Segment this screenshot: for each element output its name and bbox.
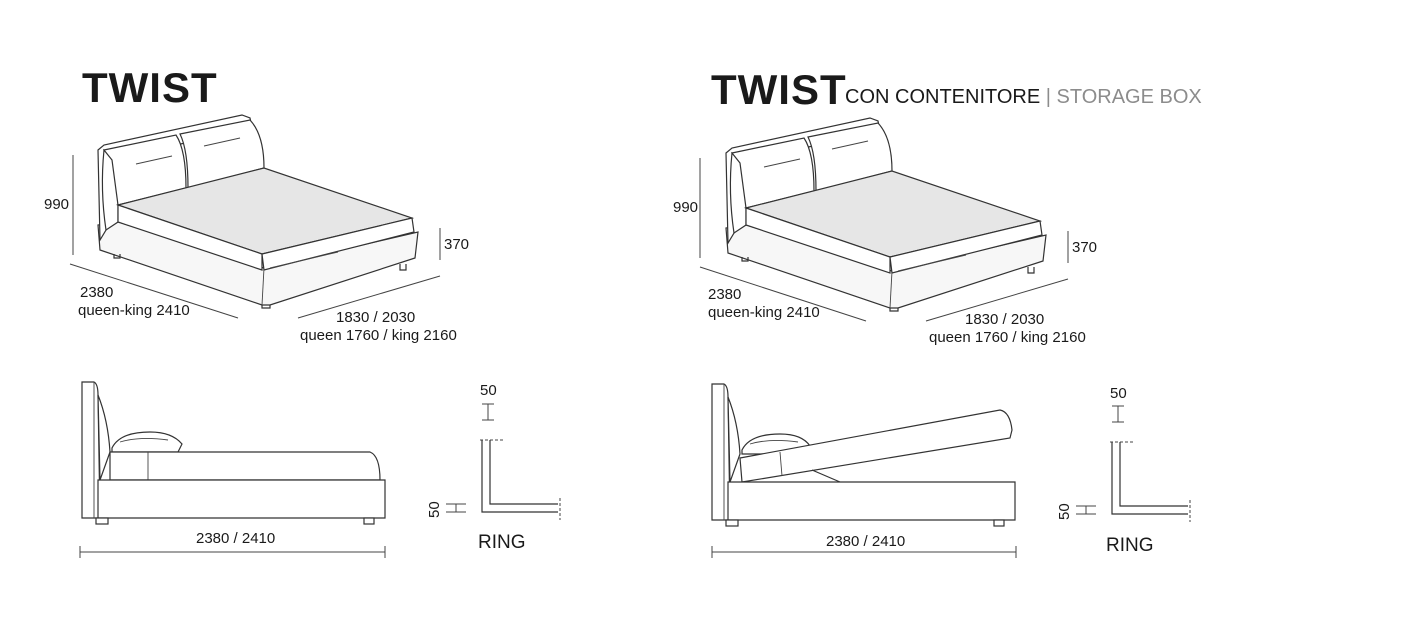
right-length-dim-line [699, 266, 867, 322]
right-side-bed-open [711, 383, 1016, 527]
left-width-label: 1830 / 2030 [336, 309, 416, 326]
right-subtitle-alt: STORAGE BOX [1056, 86, 1202, 108]
right-length-label: 2380 [708, 286, 742, 303]
right-ring-side-label: 50 [1056, 503, 1073, 520]
left-width-alt-label: queen 1760 / king 2160 [300, 327, 457, 344]
left-side-bed [81, 381, 386, 525]
left-side-pillow [111, 431, 183, 453]
right-width-alt-label: queen 1760 / king 2160 [929, 329, 1086, 346]
left-title: TWIST [82, 64, 218, 111]
left-ring-profile [446, 403, 561, 520]
left-ring-top-label: 50 [480, 382, 497, 399]
right-ring-top-label: 50 [1110, 385, 1127, 402]
right-ring-label: RING [1106, 535, 1154, 556]
right-ring-profile [1076, 405, 1191, 522]
left-width-dim-line [297, 275, 441, 319]
right-base-height-label: 370 [1072, 239, 1098, 256]
left-ring-side-label: 50 [426, 501, 443, 518]
right-length-alt-label: queen-king 2410 [708, 304, 820, 321]
left-length-alt-label: queen-king 2410 [78, 302, 190, 319]
right-height-label: 990 [673, 199, 699, 216]
right-perspective-bed [725, 117, 1047, 312]
left-perspective-bed [97, 114, 419, 309]
right-subtitle: CON CONTENITORE | STORAGE BOX [845, 86, 1202, 109]
right-width-dim-line [925, 278, 1069, 322]
left-height-label: 990 [44, 196, 70, 213]
right-width-label: 1830 / 2030 [965, 311, 1045, 328]
left-length-dim-line [69, 263, 239, 319]
left-base-height-label: 370 [444, 236, 470, 253]
left-side-length-label: 2380 / 2410 [196, 530, 276, 547]
right-subtitle-main: CON CONTENITORE [845, 86, 1041, 108]
right-lifted-mattress [739, 409, 1013, 483]
right-subtitle-sep: | [1040, 86, 1057, 108]
right-side-length-label: 2380 / 2410 [826, 533, 906, 550]
left-length-label: 2380 [80, 284, 114, 301]
left-ring-label: RING [478, 532, 526, 553]
right-title: TWIST [711, 66, 847, 113]
